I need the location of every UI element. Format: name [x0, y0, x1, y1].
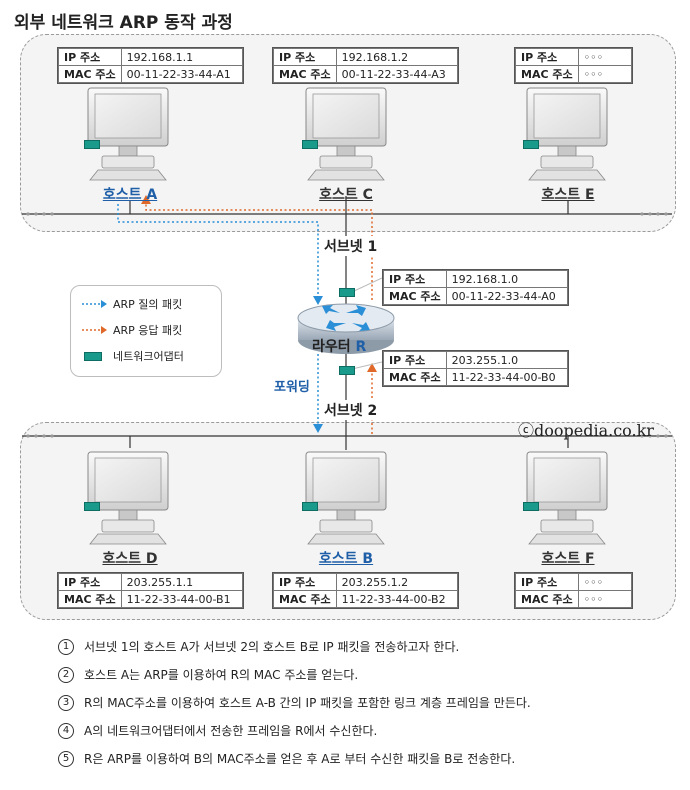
- step-text: 서브넷 1의 호스트 A가 서브넷 2의 호스트 B로 IP 패킷을 전송하고자…: [84, 640, 460, 654]
- subnet-2-label: 서브넷 2: [321, 400, 381, 420]
- adapter-router-r2: [339, 366, 355, 375]
- host-e-address-box: IP 주소◦◦◦ MAC 주소◦◦◦: [514, 47, 633, 84]
- copyright-text: ⓒdoopedia.co.kr: [518, 421, 654, 440]
- forwarding-label: 포워딩: [274, 380, 310, 395]
- legend-arp-request: ARP 질의 패킷: [81, 296, 182, 312]
- host-d-label: 호스트 D: [102, 551, 158, 567]
- router-label-prefix: 라우터: [312, 339, 351, 355]
- step-number: 1: [58, 638, 74, 655]
- computer-host-e: [526, 87, 608, 181]
- legend-arp-reply: ARP 응답 패킷: [81, 322, 182, 338]
- subnet-1-label: 서브넷 1: [321, 236, 381, 256]
- adapter-host-f: [523, 502, 539, 511]
- step-number: 5: [58, 750, 74, 767]
- step-1: 1 서브넷 1의 호스트 A가 서브넷 2의 호스트 B로 IP 패킷을 전송하…: [58, 638, 459, 655]
- step-text: R의 MAC주소를 이용하여 호스트 A-B 간의 IP 패킷을 포함한 링크 …: [84, 696, 531, 710]
- host-f-address-box: IP 주소◦◦◦ MAC 주소◦◦◦: [514, 572, 633, 609]
- step-5: 5 R은 ARP를 이용하여 B의 MAC주소를 얻은 후 A로 부터 수신한 …: [58, 750, 515, 767]
- adapter-router-r1: [339, 288, 355, 297]
- step-text: 호스트 A는 ARP를 이용하여 R의 MAC 주소를 얻는다.: [84, 668, 359, 682]
- router-label-letter: R: [355, 339, 367, 355]
- step-4: 4 A의 네트워크어댑터에서 전송한 프레임을 R에서 수신한다.: [58, 722, 377, 739]
- computer-host-b: [305, 451, 387, 545]
- router-icon: [297, 303, 395, 354]
- host-a-label: 호스트 A: [102, 187, 158, 203]
- host-c-label: 호스트 C: [319, 187, 373, 203]
- computer-host-d: [87, 451, 169, 545]
- legend-adapter-label: 네트워크어댑터: [113, 350, 184, 363]
- step-2: 2 호스트 A는 ARP를 이용하여 R의 MAC 주소를 얻는다.: [58, 666, 358, 683]
- step-text: R은 ARP를 이용하여 B의 MAC주소를 얻은 후 A로 부터 수신한 패킷…: [84, 752, 516, 766]
- adapter-host-e: [523, 140, 539, 149]
- adapter-host-b: [302, 502, 318, 511]
- legend-adapter: 네트워크어댑터: [81, 348, 184, 364]
- step-number: 3: [58, 694, 74, 711]
- step-3: 3 R의 MAC주소를 이용하여 호스트 A-B 간의 IP 패킷을 포함한 링…: [58, 694, 531, 711]
- legend-arp-request-label: ARP 질의 패킷: [113, 298, 183, 311]
- step-text: A의 네트워크어댑터에서 전송한 프레임을 R에서 수신한다.: [84, 724, 378, 738]
- step-number: 2: [58, 666, 74, 683]
- host-f-label: 호스트 F: [541, 551, 595, 567]
- computer-host-c: [305, 87, 387, 181]
- adapter-host-c: [302, 140, 318, 149]
- host-b-label: 호스트 B: [318, 551, 374, 567]
- legend-arp-reply-label: ARP 응답 패킷: [113, 324, 183, 337]
- computer-host-f: [526, 451, 608, 545]
- computer-host-a: [87, 87, 169, 181]
- legend: ARP 질의 패킷 ARP 응답 패킷 네트워크어댑터: [70, 285, 222, 377]
- host-e-label: 호스트 E: [541, 187, 595, 203]
- adapter-host-a: [84, 140, 100, 149]
- step-number: 4: [58, 722, 74, 739]
- adapter-host-d: [84, 502, 100, 511]
- router-label: 라우터 R: [312, 336, 366, 356]
- page-title: 외부 네트워크 ARP 동작 과정: [14, 13, 233, 33]
